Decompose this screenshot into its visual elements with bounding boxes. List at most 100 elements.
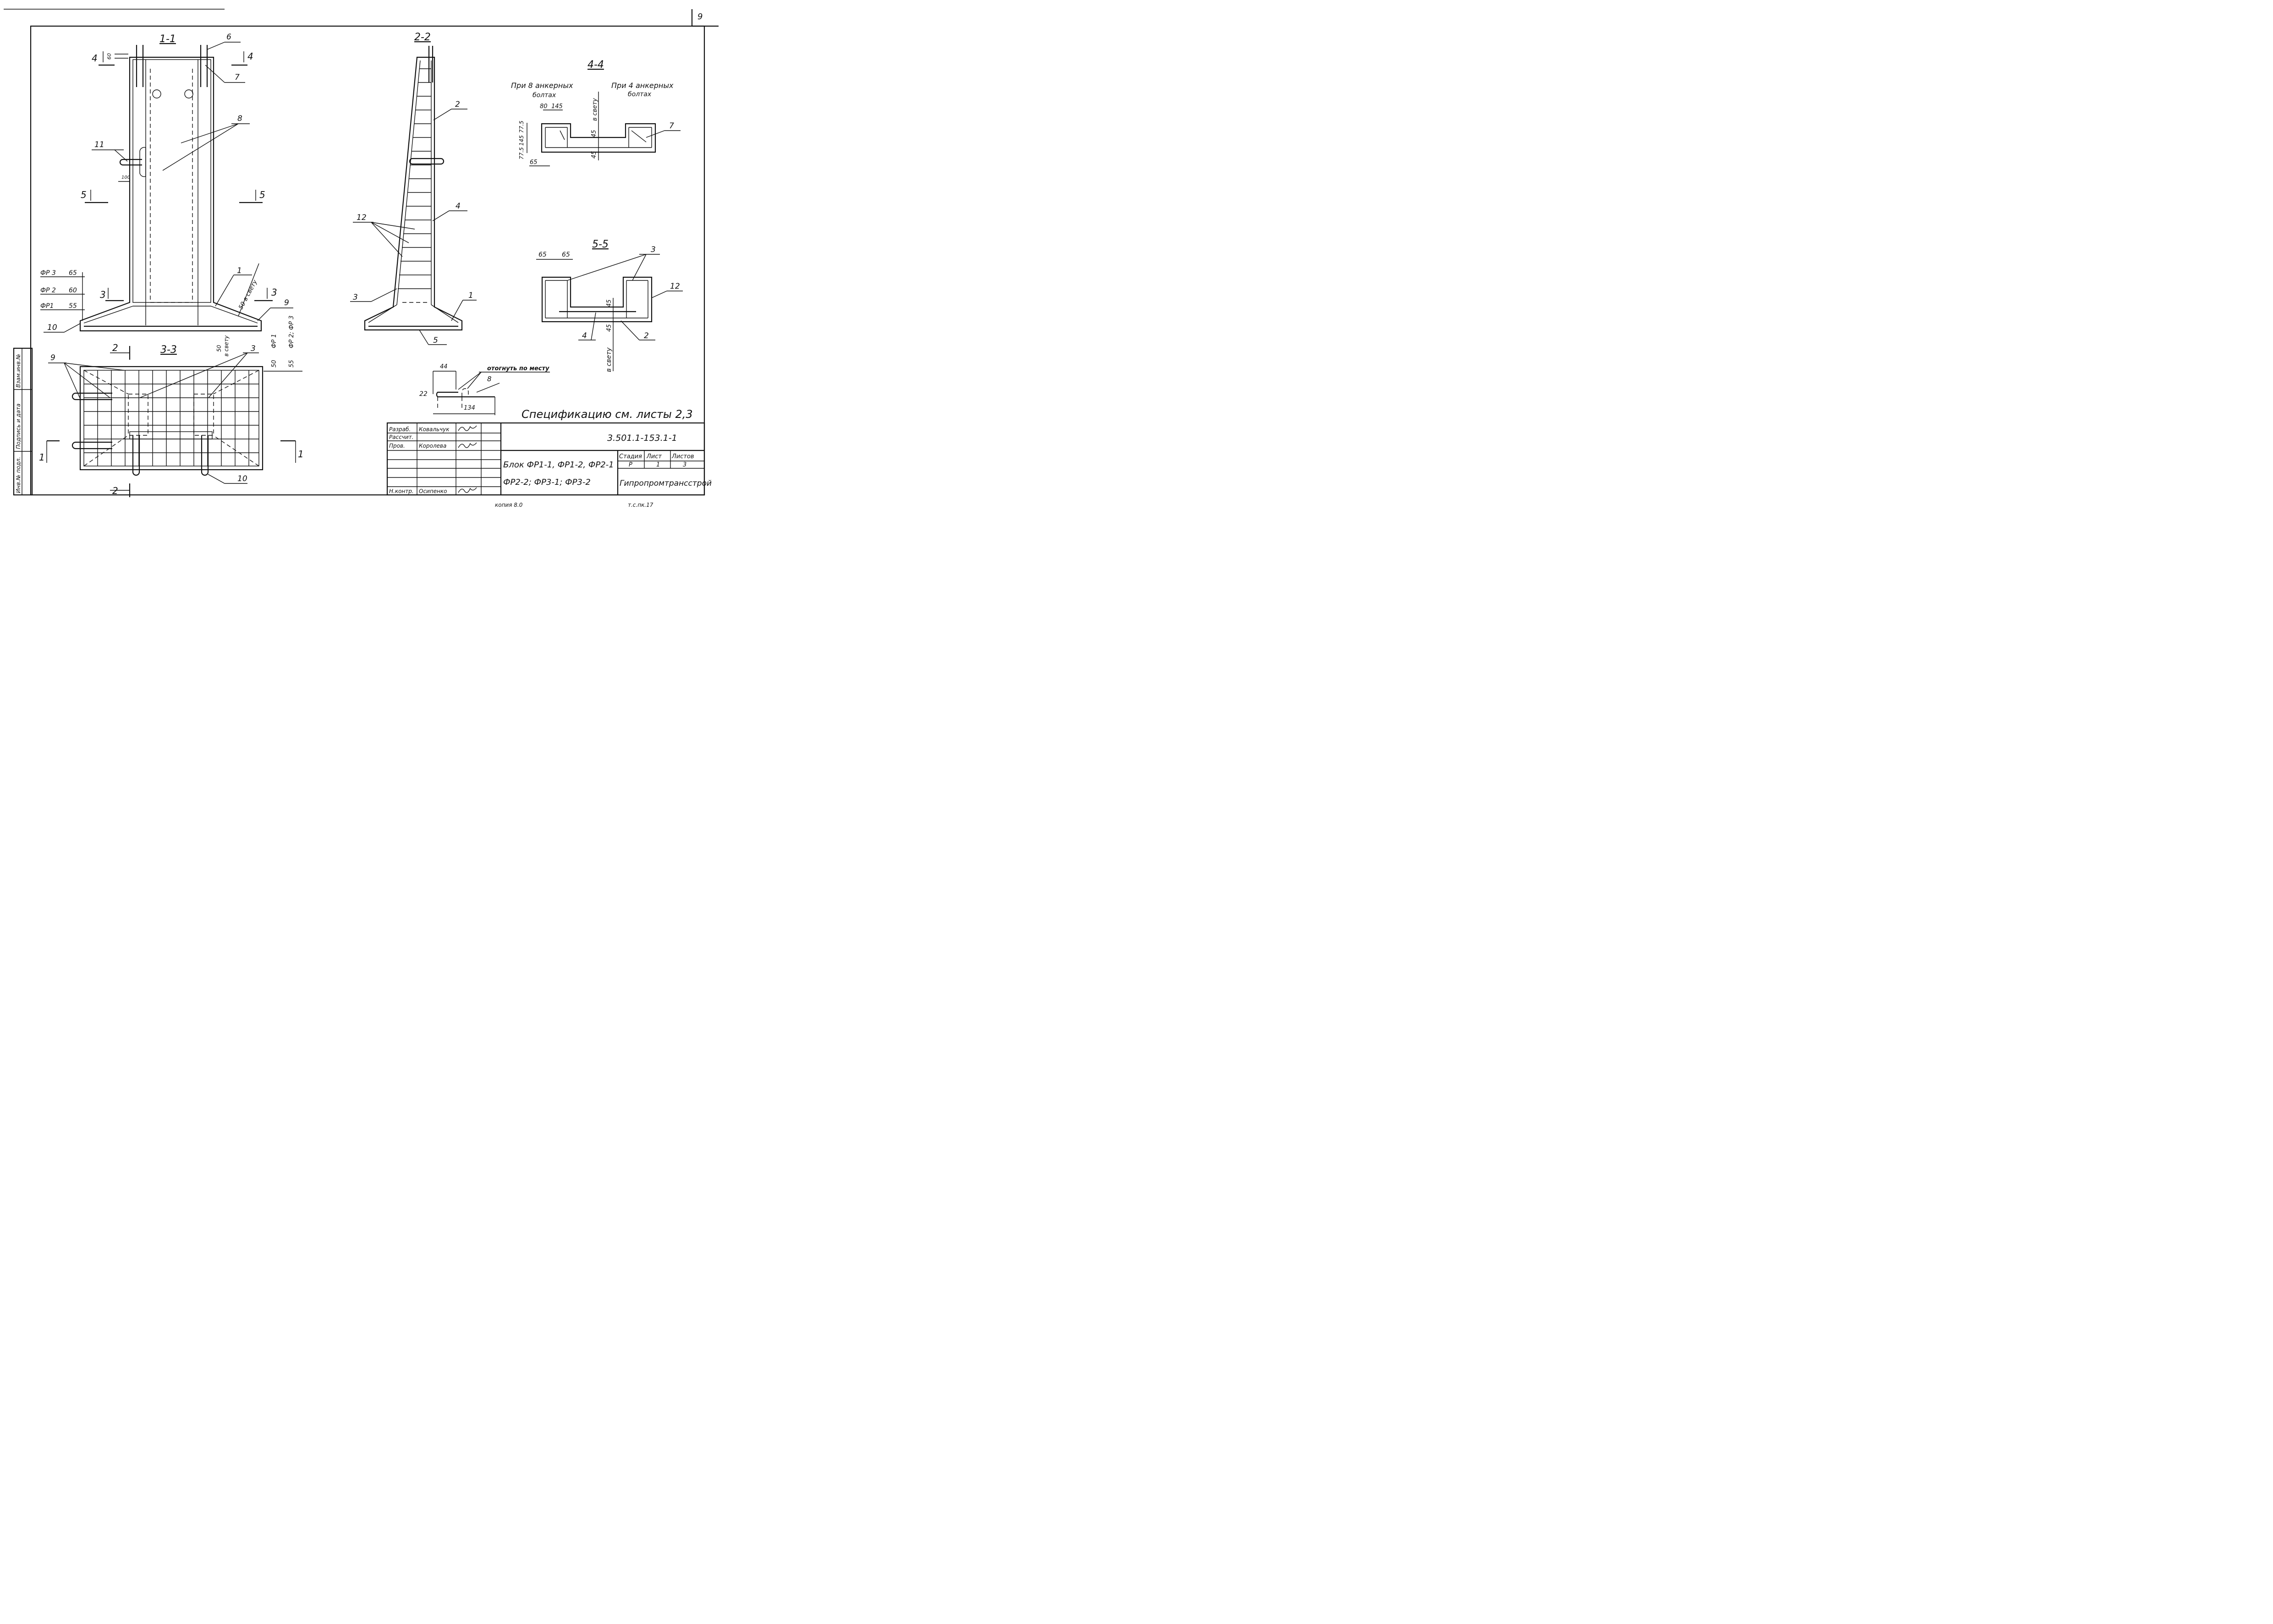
signature-1 (458, 425, 477, 431)
section-4-4-outline (541, 123, 656, 153)
fr1-dim: 55 (69, 302, 77, 310)
dim-77-5-a: 77.5 (518, 121, 525, 133)
section-1-1: 1-1 4 4 60 5 (40, 33, 302, 372)
title-block: Разраб. Рассчит. Пров. Н.контр. Ковальчу… (386, 422, 712, 496)
footer-left: копия 8.0 (495, 502, 523, 508)
signature-2 (458, 442, 477, 448)
section-2-2-title: 2-2 (414, 32, 431, 43)
cut-4-right: 4 (247, 51, 253, 62)
fr2-dim: 60 (69, 287, 77, 294)
dim-65-a: 65 (538, 251, 547, 258)
sheet-header: Лист (646, 453, 662, 460)
dim-50-right: 50 (271, 360, 278, 368)
caption-8-bolts-1: При 8 анкерных (511, 81, 573, 90)
drawing-sheet: 9 Взам.инв.№ Подпись и дата Инв.№ подл. … (0, 0, 719, 513)
section-1-1-outline (79, 56, 262, 332)
pos-6: 6 (226, 33, 231, 42)
cage-outer (132, 59, 211, 303)
pos-3-b: 3 (251, 344, 256, 353)
section-5-5-title: 5-5 (592, 239, 609, 250)
title-line-1: Блок ФР1-1, ФР1-2, ФР2-1 (503, 460, 614, 470)
title-line-2: ФР2-2; ФР3-1; ФР3-2 (503, 477, 591, 487)
pos-3-a: 3 (353, 293, 358, 302)
dim-45-55-a: 45 (606, 299, 613, 307)
clear-50-diag: 50 в свету (237, 279, 259, 311)
section-1-1-title: 1-1 (159, 33, 176, 45)
page-number: 9 (697, 12, 703, 22)
clear-44: в свету (592, 98, 598, 121)
pos-8-b: 8 (487, 375, 492, 383)
bar-8 (436, 391, 495, 398)
cut-1-right: 1 (298, 449, 304, 460)
pos-3-c: 3 (651, 245, 656, 254)
caption-4-bolts-1: При 4 анкерных (611, 81, 674, 90)
pos-7: 7 (235, 73, 240, 82)
organization: Гипропромтрансстрой (620, 479, 712, 488)
pos-4-a: 4 (456, 202, 461, 211)
role-checked: Пров. (389, 443, 405, 449)
cut-2-bottom: 2 (112, 485, 118, 496)
side-stamp-vzam: Взам.инв.№ (15, 354, 22, 388)
hook-11 (119, 159, 142, 166)
pos-12-b: 12 (670, 282, 680, 291)
clear-55: в свету (605, 347, 613, 372)
dim-44: 44 (440, 363, 448, 370)
cut-1-left: 1 (39, 452, 45, 463)
section-3-3: 3-3 (39, 342, 304, 497)
pos-1-a: 1 (237, 266, 242, 275)
clear-bottom: в свету (223, 335, 230, 357)
doc-code: 3.501.1-153.1-1 (607, 433, 677, 443)
role-normcontrol: Н.контр. (389, 488, 414, 494)
signature-3 (458, 487, 477, 493)
pos-12-a: 12 (357, 213, 367, 222)
pos-2-a: 2 (455, 100, 460, 109)
role-developed: Разраб. (389, 426, 411, 433)
sheets-value: 3 (683, 461, 686, 468)
dim-45-55-b: 45 (606, 324, 613, 332)
cut-4-left: 4 (92, 53, 98, 64)
dim-50-bottom: 50 (216, 345, 222, 352)
cut-5-left: 5 (81, 189, 87, 200)
pos-9-b: 9 (50, 353, 55, 362)
pos-4-b: 4 (582, 331, 587, 340)
dim-145-v: 145 (518, 135, 525, 146)
section-2-2-outline (364, 56, 463, 331)
section-2-2: 2-2 (350, 32, 477, 345)
cut-5-right: 5 (259, 189, 265, 200)
section-4-4: 4-4 При 8 анкерных болтах При 4 анкерных… (511, 59, 681, 166)
pos-2-b: 2 (644, 331, 649, 340)
pos-7-b: 7 (669, 121, 674, 131)
fr3-dim: 65 (69, 269, 77, 277)
dim-65-b: 65 (562, 251, 570, 258)
fr1-label: ФР1 (40, 302, 54, 310)
section-5-5-outline (541, 276, 653, 323)
sheet-value: 1 (656, 461, 660, 468)
frame (30, 25, 705, 496)
pos-8: 8 (237, 114, 242, 123)
cut-3-right: 3 (271, 287, 277, 298)
stage-header: Стадия (619, 453, 642, 460)
name-checked: Королева (419, 443, 446, 449)
name-normcontrol: Осипенко (419, 488, 447, 494)
pos-11: 11 (94, 140, 104, 149)
dim-145: 145 (551, 103, 563, 110)
fr1-right: ФР 1 (271, 334, 278, 348)
dim-45-b: 45 (591, 151, 598, 159)
pos-10-a: 10 (47, 323, 57, 332)
role-calculated: Рассчит. (389, 434, 413, 440)
dim-45-a: 45 (591, 130, 598, 137)
detail-8: отогнуть по месту 44 22 134 8 (419, 363, 550, 415)
pos-5-a: 5 (433, 336, 438, 345)
dim-55-right: 55 (288, 360, 295, 368)
caption-4-bolts-2: болтах (628, 91, 652, 98)
cut-3-left: 3 (100, 289, 106, 300)
side-stamp-sign: Подпись и дата (15, 404, 22, 449)
dim-100: 100 (121, 175, 130, 180)
stirrups-2-2 (398, 68, 431, 289)
name-developed: Ковальчук (419, 426, 450, 433)
dim-80: 80 (540, 103, 548, 110)
dim-134: 134 (464, 405, 475, 411)
dim-65-44: 65 (530, 159, 538, 166)
stage-value: Р (629, 461, 632, 468)
hook-2-2 (409, 158, 445, 165)
